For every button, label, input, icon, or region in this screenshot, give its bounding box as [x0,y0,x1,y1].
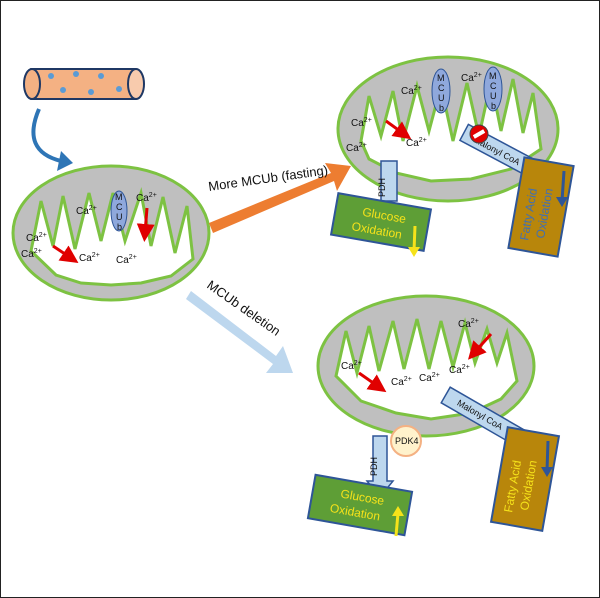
inhibitor-icon [469,124,489,144]
fasting-arrow [209,163,351,233]
deletion-label: MCUb deletion [204,277,283,339]
svg-text:M: M [115,192,123,202]
pdk4-badge: PDK4 [390,425,422,457]
mitochondrion-deletion: Ca2+ Ca2+ Ca2+ Ca2+ Ca2+ [316,294,536,438]
svg-text:C: C [490,81,497,91]
glucose-oxidation-bottom: Glucose Oxidation [306,473,414,537]
svg-text:U: U [490,91,497,101]
svg-text:M: M [489,71,497,81]
mitochondrion-baseline: M C U b Ca2+ Ca2+ Ca2+ Ca2+ Ca2+ Ca2+ [11,164,211,302]
pdh-label-top: PDH [377,178,387,197]
deletion-arrow [186,291,293,373]
fatty-acid-oxidation-bottom: Fatty Acid Oxidation [489,426,561,532]
svg-text:b: b [117,222,122,232]
svg-text:M: M [437,73,445,83]
svg-text:U: U [116,212,123,222]
svg-text:U: U [438,93,445,103]
svg-text:PDH: PDH [369,457,379,476]
blood-vessel [23,68,145,100]
svg-text:b: b [491,101,496,111]
curved-arrow [31,108,62,163]
fatty-acid-oxidation-top: Fatty Acid Oxidation [507,156,575,258]
svg-text:b: b [439,103,444,113]
svg-text:C: C [116,202,123,212]
glucose-oxidation-top: Glucose Oxidation [329,191,433,257]
svg-text:C: C [438,83,445,93]
svg-text:PDK4: PDK4 [395,436,419,446]
pdh-connector-top [380,160,398,202]
